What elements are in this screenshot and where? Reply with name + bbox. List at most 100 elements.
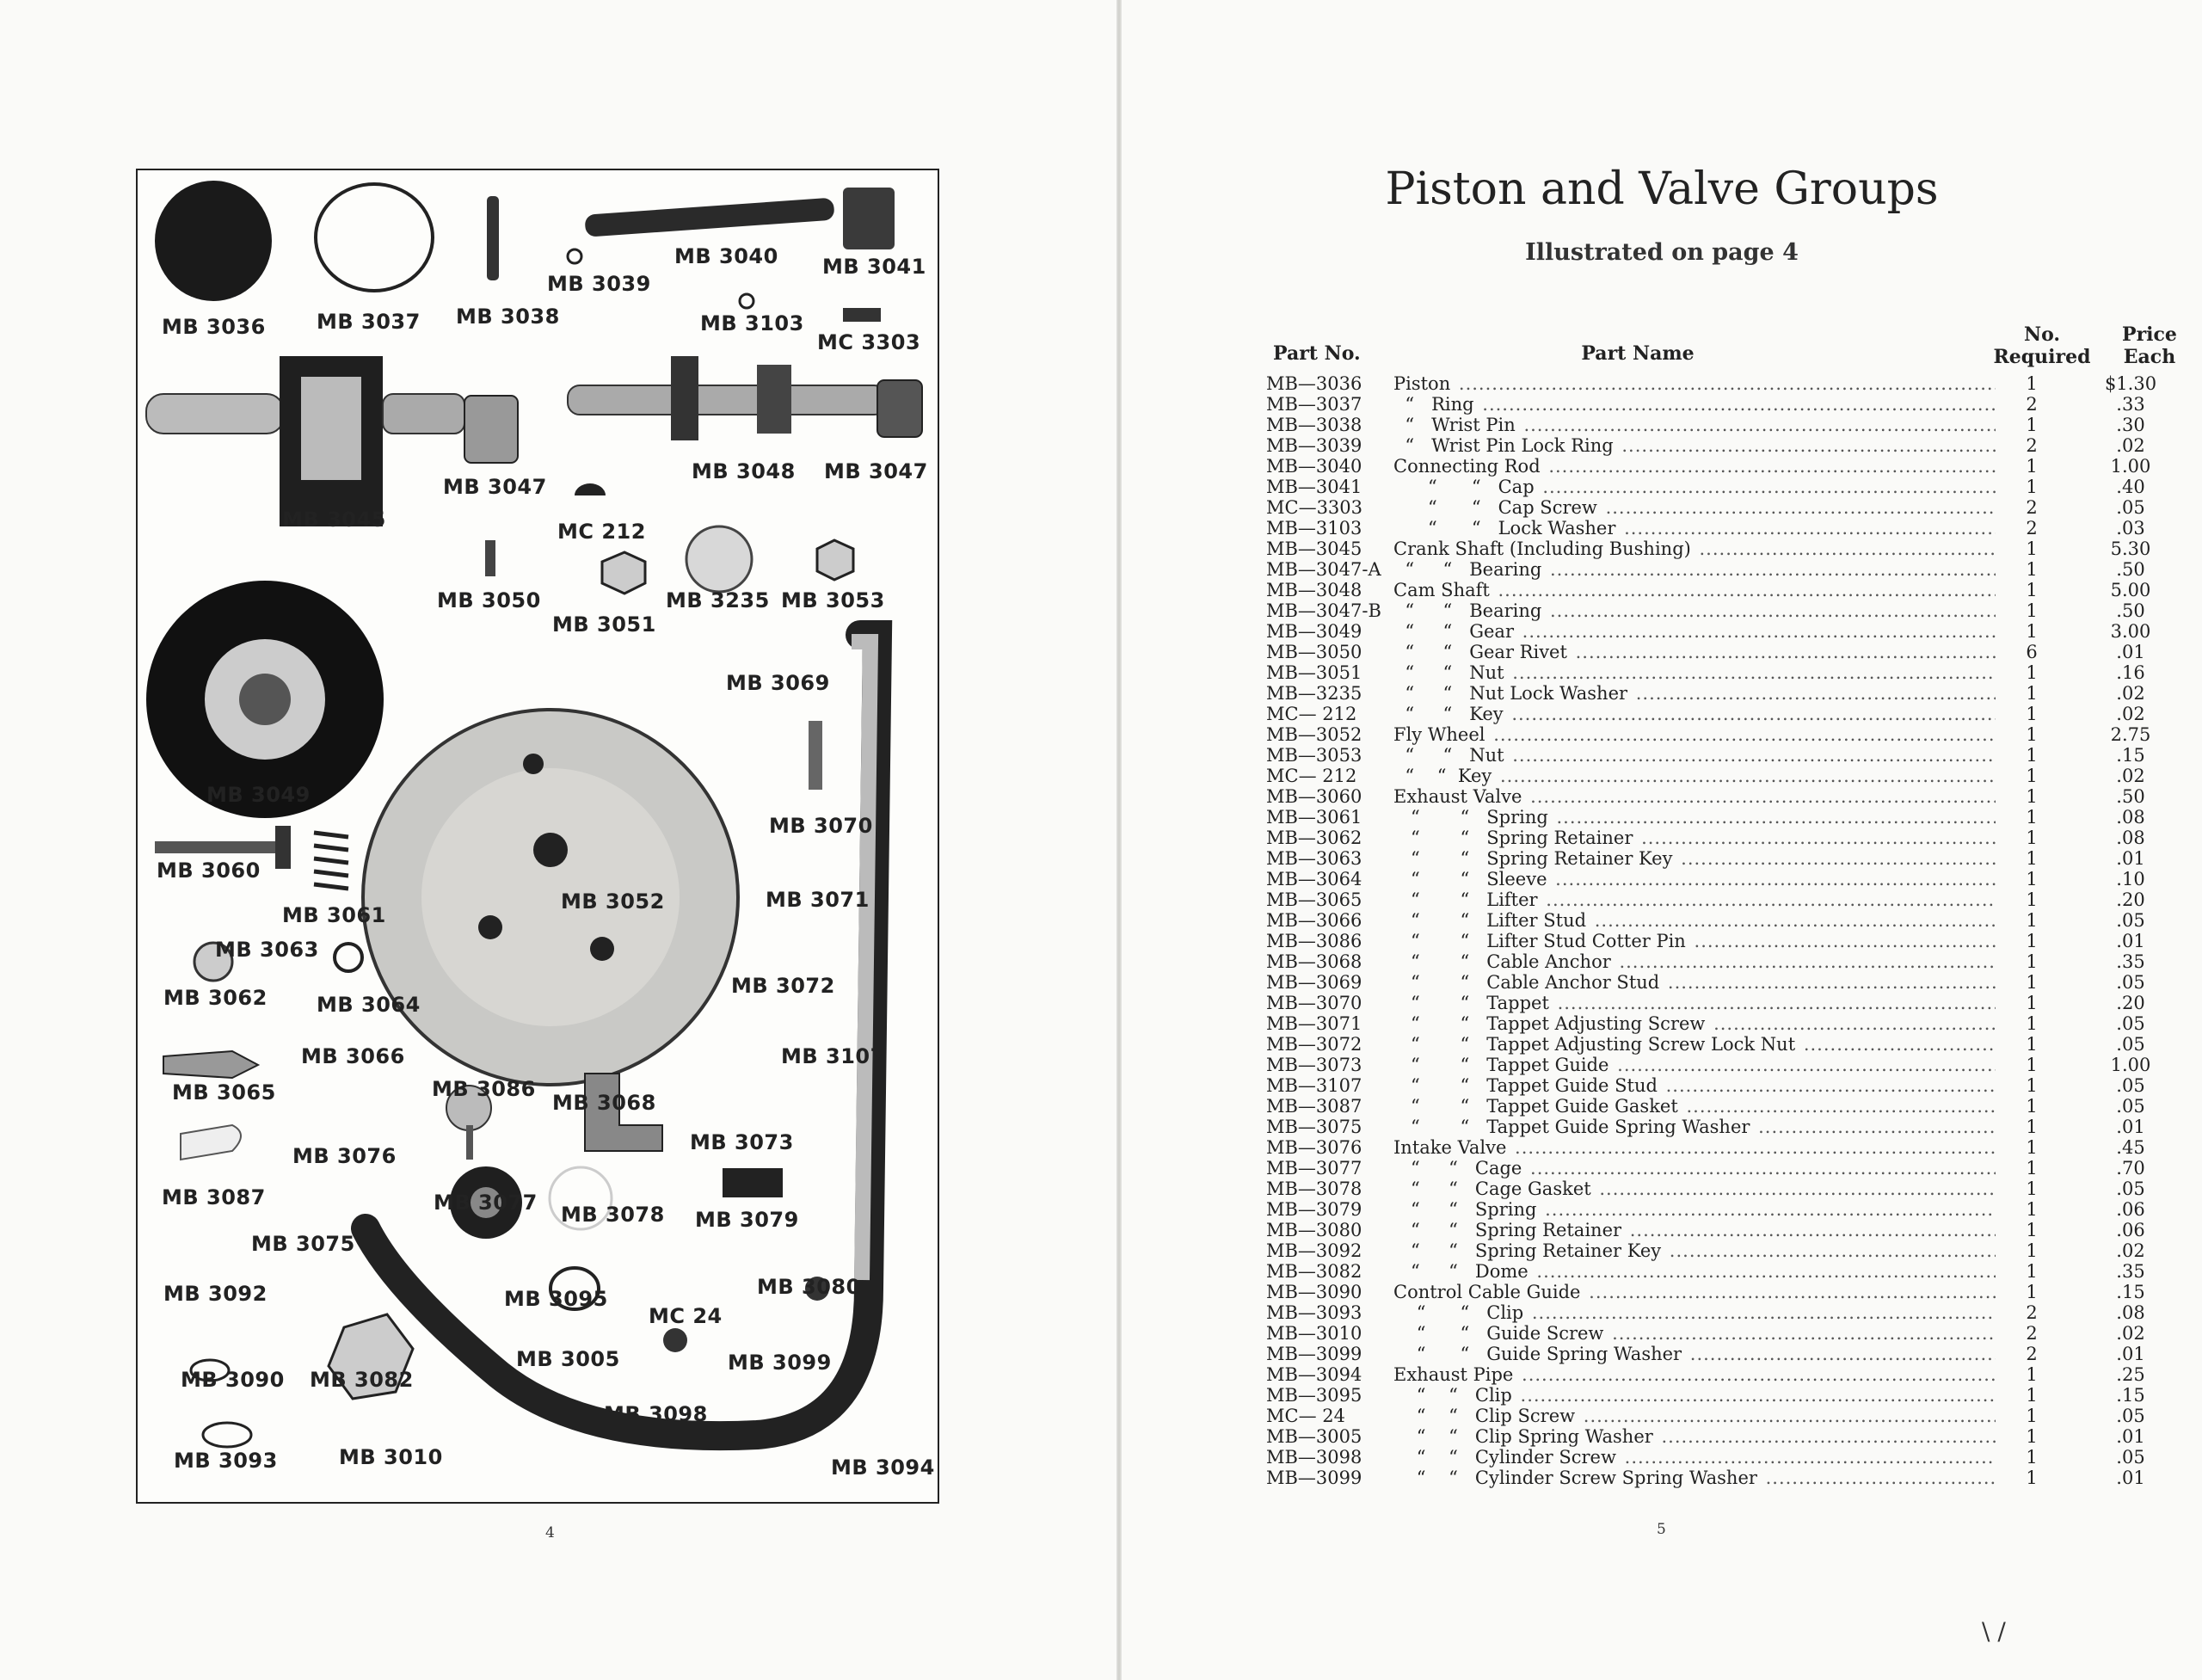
price-cell: .15 (2116, 1385, 2145, 1406)
part-label: MB 3038 (456, 305, 560, 329)
part-number-cell: MB—3090 (1266, 1282, 1362, 1302)
quantity-cell: 1 (2026, 786, 2038, 807)
part-name-cell: “ “ Sleeve (1393, 869, 1996, 889)
part-number-cell: MB—3037 (1266, 394, 1362, 415)
quantity-cell: 1 (2026, 1426, 2038, 1447)
part-label: MB 3005 (516, 1347, 620, 1371)
part-name-text: “ “ Clip Screw (1393, 1406, 1578, 1426)
part-number-cell: MB—3048 (1266, 580, 1362, 600)
part-number-cell: MB—3061 (1266, 807, 1362, 828)
quantity-cell: 1 (2026, 559, 2038, 580)
part-number-cell: MB—3064 (1266, 869, 1362, 889)
quantity-cell: 1 (2026, 807, 2038, 828)
quantity-cell: 1 (2026, 889, 2038, 910)
part-name-cell: “ “ Cap Screw (1393, 497, 1996, 518)
part-name-text: “ “ Bearing (1393, 600, 1544, 621)
price-cell: .16 (2116, 662, 2145, 683)
part-name-cell: “ “ Tappet Guide (1393, 1055, 1996, 1075)
price-cell: 5.30 (2110, 538, 2151, 559)
part-label: MB 3068 (552, 1091, 656, 1115)
part-number-cell: MB—3086 (1266, 931, 1362, 951)
part-name-text: “ “ Tappet Guide Stud (1393, 1075, 1659, 1096)
table-row: MB—3099 “ “ Guide Spring Washer2.01 (1266, 1344, 2195, 1364)
part-label: MB 3079 (695, 1208, 799, 1232)
table-row: MB—3063 “ “ Spring Retainer Key1.01 (1266, 848, 2195, 869)
part-name-text: “ “ Gear (1393, 621, 1516, 642)
part-name-cell: “ “ Lifter Stud (1393, 910, 1996, 931)
price-cell: .06 (2116, 1220, 2145, 1240)
part-name-text: “ “ Spring Retainer Key (1393, 848, 1675, 869)
part-name-cell: “ “ Cap (1393, 477, 1996, 497)
crank-shaft-part (145, 393, 285, 434)
part-name-text: “ “ Tappet (1393, 993, 1551, 1013)
table-row: MB—3107 “ “ Tappet Guide Stud1.05 (1266, 1075, 2195, 1096)
table-row: MB—3050 “ “ Gear Rivet6.01 (1266, 642, 2195, 662)
price-cell: .15 (2116, 1282, 2145, 1302)
quantity-cell: 2 (2026, 1323, 2038, 1344)
part-label: MB 3076 (292, 1144, 397, 1168)
part-name-text: Cam Shaft (1393, 580, 1492, 600)
part-name-cell: Connecting Rod (1393, 456, 1996, 477)
price-cell: .01 (2116, 1344, 2145, 1364)
part-label: MB 3047 (824, 459, 928, 483)
price-cell: 5.00 (2110, 580, 2151, 600)
quantity-cell: 1 (2026, 1178, 2038, 1199)
part-number-cell: MB—3047-A (1266, 559, 1381, 580)
part-name-cell: “ “ Nut (1393, 745, 1996, 766)
part-name-text: Control Cable Guide (1393, 1282, 1583, 1302)
price-cell: .01 (2116, 1426, 2145, 1447)
part-name-text: “ “ Tappet Adjusting Screw (1393, 1013, 1707, 1034)
part-name-text: “ “ Lock Washer (1393, 518, 1618, 538)
part-number-cell: MB—3099 (1266, 1468, 1362, 1488)
table-row: MB—3080 “ “ Spring Retainer1.06 (1266, 1220, 2195, 1240)
part-name-cell: Control Cable Guide (1393, 1282, 1996, 1302)
part-name-text: “ “ Spring (1393, 1199, 1539, 1220)
guide-spring-washer-part (663, 1328, 687, 1352)
part-number-cell: MC—3303 (1266, 497, 1363, 518)
part-name-text: “ Ring (1393, 394, 1476, 415)
table-row: MB—3065 “ “ Lifter1.20 (1266, 889, 2195, 910)
part-label: MB 3090 (181, 1368, 285, 1392)
table-row: MB—3051 “ “ Nut1.16 (1266, 662, 2195, 683)
part-number-cell: MB—3065 (1266, 889, 1362, 910)
part-name-cell: “ “ Key (1393, 766, 1996, 786)
part-number-cell: MB—3041 (1266, 477, 1362, 497)
table-row: MB—3072 “ “ Tappet Adjusting Screw Lock … (1266, 1034, 2195, 1055)
part-name-cell: “ Ring (1393, 394, 1996, 415)
part-number-cell: MB—3010 (1266, 1323, 1362, 1344)
quantity-cell: 2 (2026, 1302, 2038, 1323)
quantity-cell: 1 (2026, 848, 2038, 869)
cage-gasket-part (548, 1166, 613, 1231)
right-page: Piston and Valve Groups Illustrated on p… (1122, 0, 2202, 1680)
table-row: MB—3086 “ “ Lifter Stud Cotter Pin1.01 (1266, 931, 2195, 951)
price-cell: .01 (2116, 1117, 2145, 1137)
part-name-text: Fly Wheel (1393, 724, 1487, 745)
table-row: MB—3073 “ “ Tappet Guide11.00 (1266, 1055, 2195, 1075)
part-name-cell: “ “ Clip Screw (1393, 1406, 1996, 1426)
table-row: MB—3235 “ “ Nut Lock Washer1.02 (1266, 683, 2195, 704)
part-number-cell: MB—3051 (1266, 662, 1362, 683)
part-name-cell: “ “ Spring Retainer (1393, 1220, 1996, 1240)
part-name-cell: “ “ Spring Retainer Key (1393, 1240, 1996, 1261)
part-number-cell: MB—3098 (1266, 1447, 1362, 1468)
cam-shaft-part (567, 385, 887, 415)
quantity-cell: 1 (2026, 1261, 2038, 1282)
header-no-required: No. Required (1982, 323, 2102, 368)
table-row: MB—3103 “ “ Lock Washer2.03 (1266, 518, 2195, 538)
part-label: MB 3070 (769, 814, 873, 838)
table-row: MB—3048 Cam Shaft 1 5.00 (1266, 580, 2195, 600)
part-name-text: “ Wrist Pin Lock Ring (1393, 435, 1615, 456)
piston-part (155, 181, 272, 301)
part-number-cell: MB—3068 (1266, 951, 1362, 972)
header-price-line2: Each (2123, 346, 2176, 368)
quantity-cell: 1 (2026, 580, 2038, 600)
part-label: MB 3037 (317, 310, 421, 334)
quantity-cell: 2 (2026, 394, 2038, 415)
part-name-cell: Piston (1393, 373, 1996, 394)
price-cell: .02 (2116, 683, 2145, 704)
part-name-cell: “ “ Tappet Adjusting Screw (1393, 1013, 1996, 1034)
part-label: MB 3047 (443, 475, 547, 499)
